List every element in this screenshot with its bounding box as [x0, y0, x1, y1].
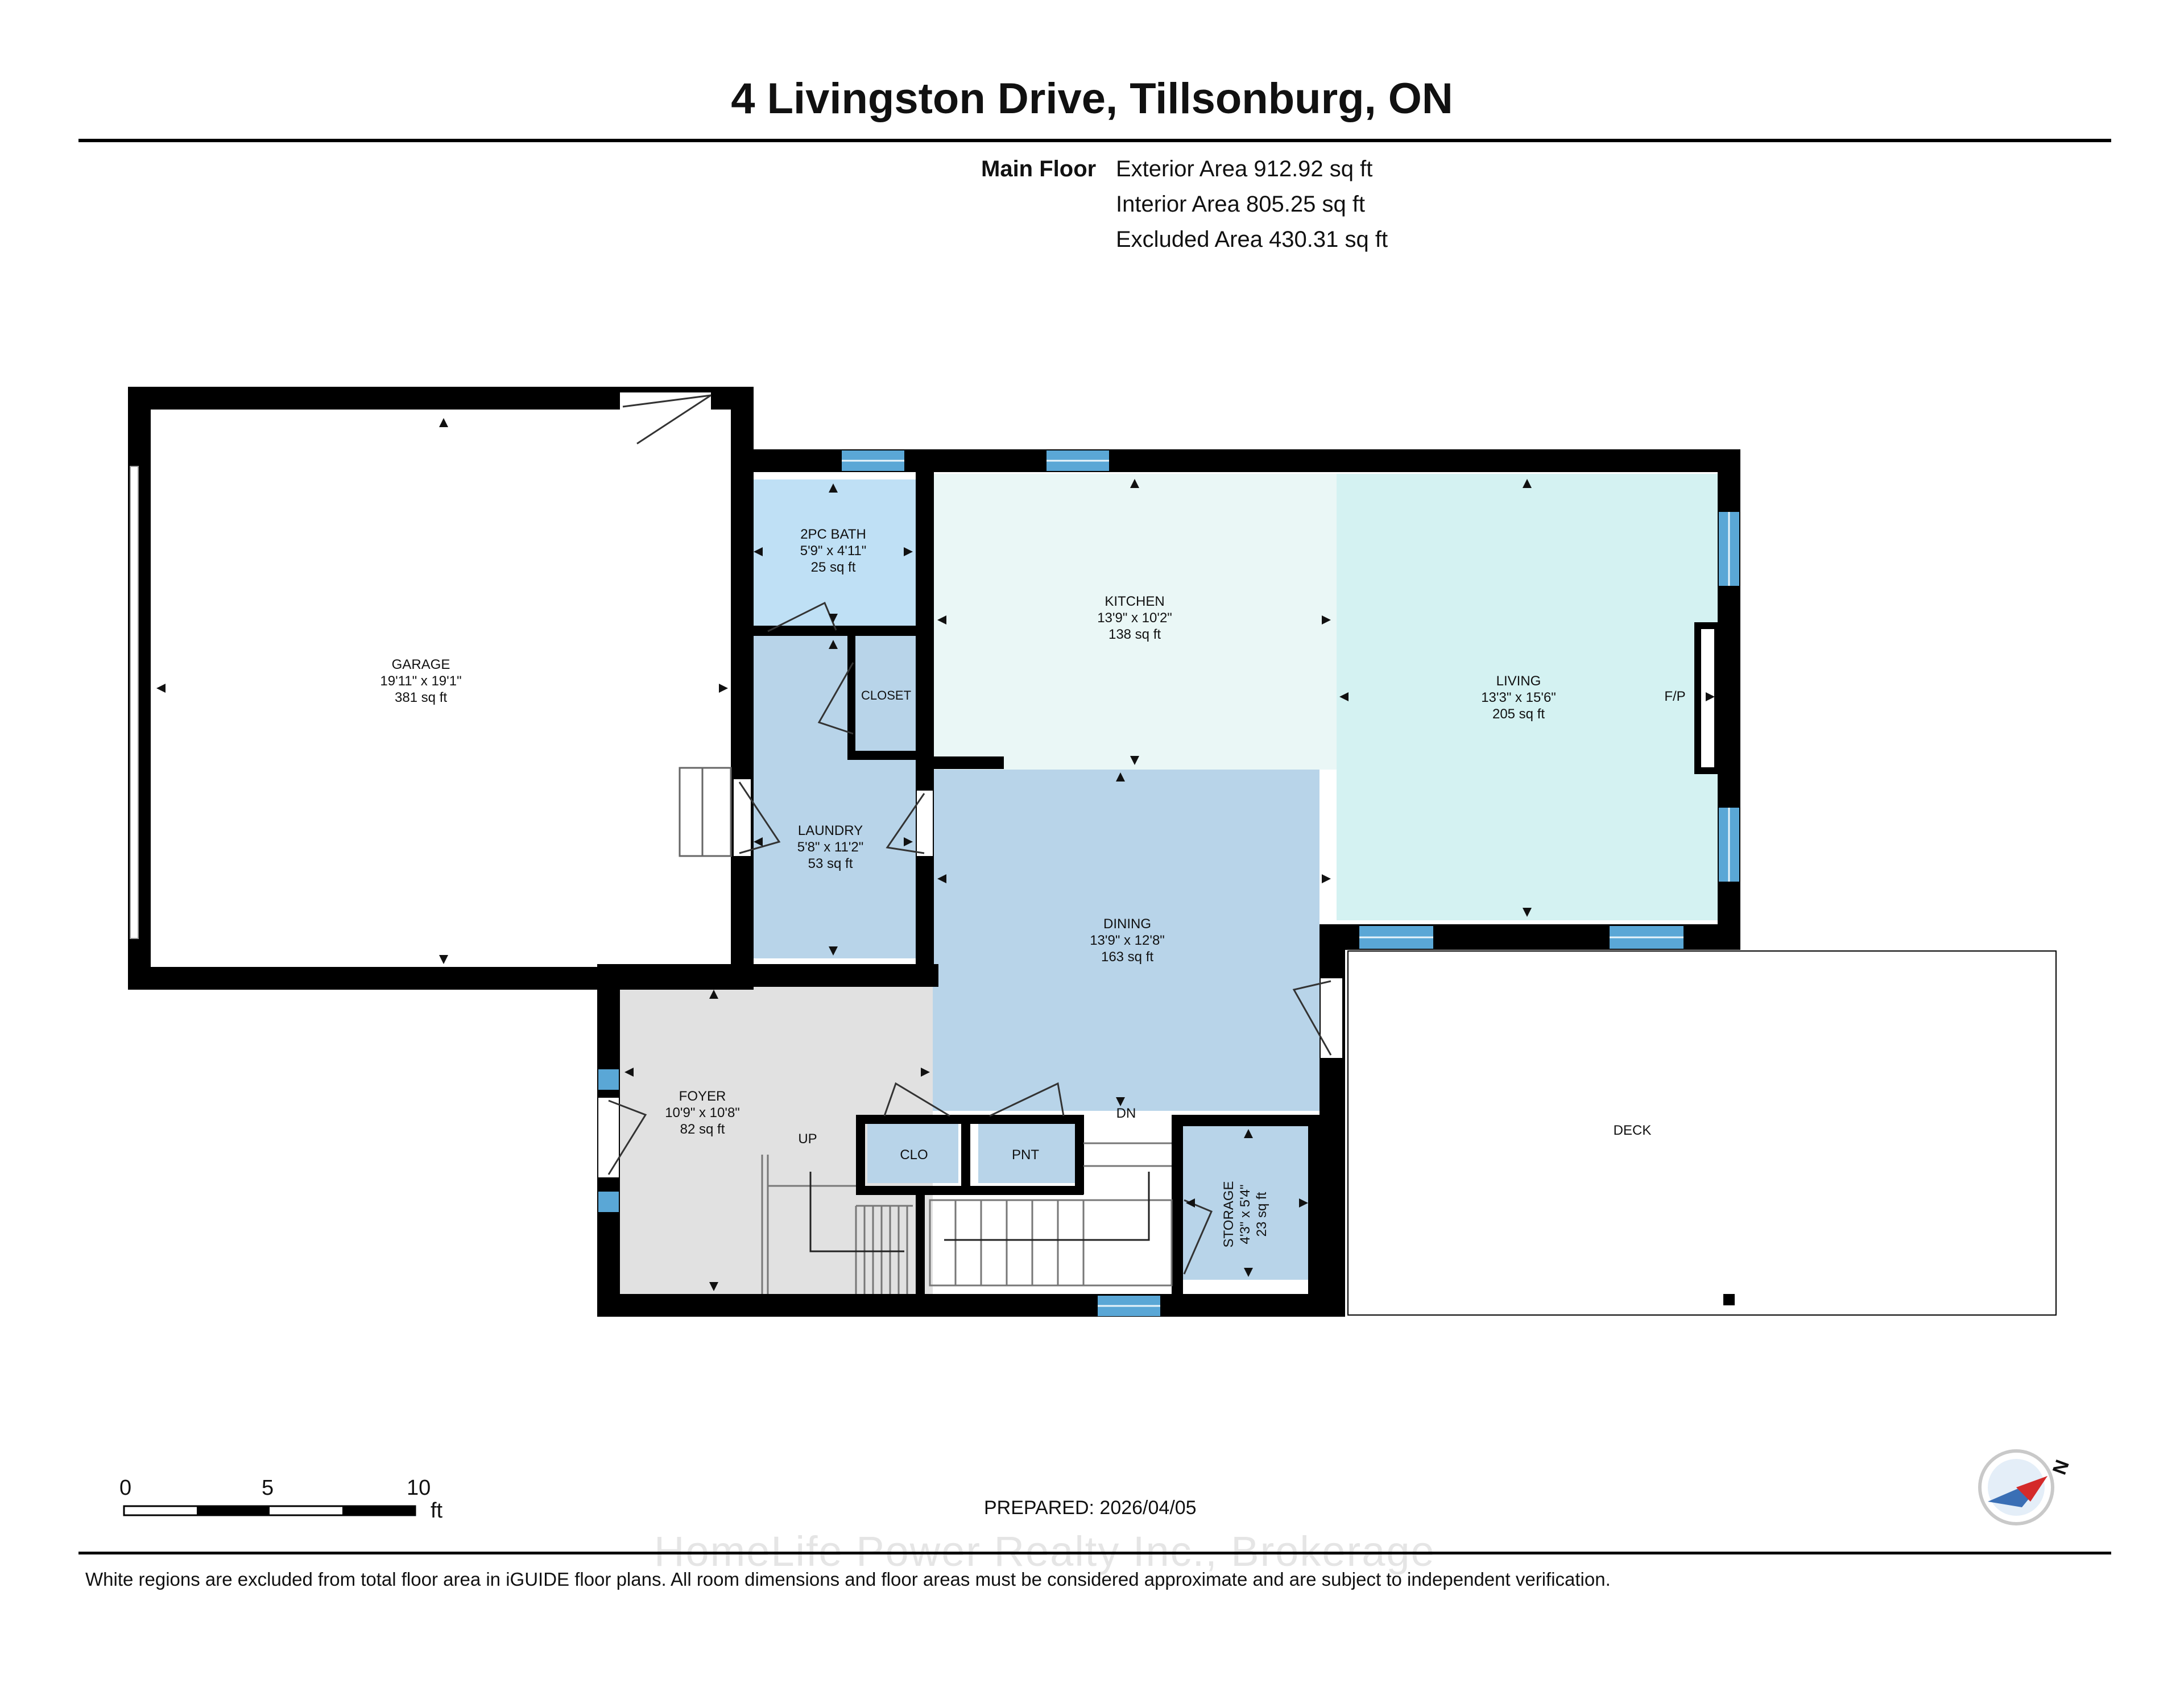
deck-floor	[1347, 950, 2057, 1316]
closet-label: CLOSET	[861, 688, 911, 702]
watermark: HomeLife Power Realty Inc., Brokerage	[654, 1528, 1436, 1575]
clo-label: CLO	[900, 1147, 928, 1163]
page-title: 4 Livingston Drive, Tillsonburg, ON	[731, 75, 1453, 123]
scale-tick-5: 5	[262, 1476, 274, 1500]
clo-floor	[867, 1123, 958, 1183]
exterior-area: Exterior Area 912.92 sq ft	[1116, 156, 1373, 181]
interior-walls	[751, 472, 1331, 1303]
dining-dims: 13'9" x 12'8"	[1090, 933, 1165, 948]
disclaimer: White regions are excluded from total fl…	[85, 1569, 1611, 1590]
scale-unit: ft	[431, 1499, 443, 1523]
living-label: LIVING	[1496, 673, 1541, 689]
foyer-label: FOYER	[679, 1089, 726, 1104]
storage-label: STORAGE	[1221, 1181, 1236, 1248]
dining-area: 163 sq ft	[1101, 949, 1153, 965]
pnt-label: PNT	[1012, 1147, 1039, 1163]
closet-door-swing	[817, 662, 854, 735]
garage-label: GARAGE	[392, 657, 450, 672]
floor-label: Main Floor	[981, 156, 1097, 181]
bath-area: 25 sq ft	[811, 560, 856, 575]
deck-door-opening	[1321, 978, 1342, 1058]
deck-label: DECK	[1614, 1123, 1652, 1138]
living-floor	[1337, 474, 1718, 920]
storage-area: 23 sq ft	[1254, 1192, 1269, 1237]
deck-post	[1723, 1294, 1735, 1305]
exterior-walls	[128, 387, 1740, 1317]
storage-floor	[1183, 1126, 1311, 1280]
bath-floor	[751, 479, 916, 629]
foyer-dims: 10'9" x 10'8"	[665, 1105, 740, 1120]
laundry-label: LAUNDRY	[798, 823, 863, 838]
fireplace	[1694, 622, 1721, 774]
stairs-down-arrow	[944, 1172, 1150, 1241]
footer-divider	[78, 1552, 2111, 1554]
excluded-area: Excluded Area 430.31 sq ft	[1116, 227, 1388, 252]
scale-bar	[123, 1505, 416, 1516]
garage-floor	[151, 410, 731, 964]
dining-floor	[933, 770, 1320, 1111]
stairs-up-label: UP	[798, 1131, 817, 1147]
kitchen-floor	[933, 474, 1337, 770]
front-door-opening	[598, 1098, 619, 1177]
window-lines	[842, 460, 1730, 1307]
garage-entry-door-swing	[622, 394, 712, 445]
stairs-down-label: DN	[1116, 1106, 1136, 1121]
garage-laundry-door-swing	[738, 782, 781, 854]
garage-door	[130, 466, 139, 939]
pnt-floor	[978, 1123, 1075, 1183]
interior-area: Interior Area 805.25 sq ft	[1116, 192, 1366, 217]
garage-area: 381 sq ft	[395, 690, 447, 705]
bath-label: 2PC BATH	[800, 527, 866, 542]
garage-laundry-door-opening	[734, 779, 751, 856]
laundry-dims: 5'8" x 11'2"	[797, 840, 864, 855]
scale-tick-0: 0	[119, 1476, 132, 1500]
foyer-area: 82 sq ft	[680, 1122, 725, 1137]
kitchen-dims: 13'9" x 10'2"	[1097, 610, 1172, 626]
kitchen-label: KITCHEN	[1105, 594, 1164, 609]
pnt-door-swing	[989, 1082, 1065, 1117]
storage-dims: 4'3" x 5'4"	[1238, 1185, 1253, 1244]
dining-label: DINING	[1103, 916, 1151, 932]
compass-icon: N	[1978, 1449, 2074, 1525]
garage-steps	[679, 767, 732, 857]
window	[598, 1192, 619, 1212]
living-area: 205 sq ft	[1492, 706, 1545, 722]
garage-dims: 19'11" x 19'1"	[380, 673, 461, 689]
kitchen-area: 138 sq ft	[1108, 627, 1161, 642]
fireplace-label: F/P	[1664, 689, 1685, 704]
dimension-arrows	[156, 418, 1715, 1291]
header-divider	[78, 139, 2111, 142]
front-door-swing	[607, 1099, 647, 1175]
laundry-dining-door-swing	[886, 793, 925, 854]
bath-door-swing	[767, 601, 837, 632]
prepared-date: PREPARED: 2026/04/05	[984, 1497, 1197, 1519]
stairs-up	[761, 1155, 913, 1294]
window	[598, 1069, 619, 1090]
laundry-area: 53 sq ft	[808, 856, 853, 871]
living-dims: 13'3" x 15'6"	[1481, 690, 1556, 705]
closet-floor	[853, 640, 916, 759]
compass-north-label: N	[2049, 1457, 2074, 1478]
stairs-up-arrow	[809, 1172, 904, 1252]
scale-tick-10: 10	[407, 1476, 431, 1500]
deck-door-swing	[1292, 980, 1332, 1056]
bath-dims: 5'9" x 4'11"	[800, 543, 867, 559]
clo-door-swing	[883, 1082, 950, 1117]
stairs-down	[929, 1142, 1173, 1287]
